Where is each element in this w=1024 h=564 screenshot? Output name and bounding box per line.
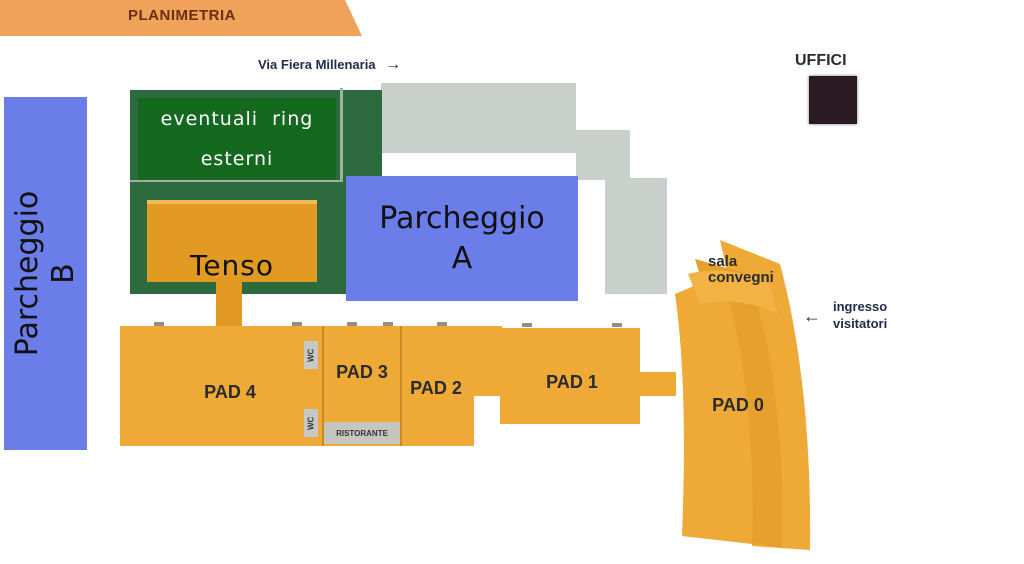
parking-b-label: Parcheggio B bbox=[9, 190, 81, 357]
pad0-building bbox=[675, 240, 811, 550]
header-banner bbox=[0, 0, 362, 36]
roof-vent bbox=[154, 322, 164, 326]
ring-line2: esterni bbox=[200, 148, 274, 170]
roof-vent bbox=[347, 322, 357, 326]
parking-b: Parcheggio B bbox=[4, 97, 87, 450]
pad2-label: PAD 2 bbox=[410, 377, 462, 398]
conference-line1: sala bbox=[708, 253, 738, 270]
conference-room-label: sala convegni bbox=[708, 254, 774, 286]
wc-top: WC bbox=[304, 341, 318, 369]
offices-building bbox=[809, 76, 857, 124]
tenso-connector bbox=[216, 282, 242, 326]
pad0-label: PAD 0 bbox=[712, 394, 764, 415]
wc-bottom: WC bbox=[304, 409, 318, 437]
grey-building-right bbox=[605, 178, 667, 294]
entrance-line2: visitatori bbox=[833, 316, 888, 331]
pad1-building bbox=[500, 328, 640, 424]
arrow-left-icon: ← bbox=[803, 306, 821, 326]
divider bbox=[322, 326, 324, 446]
parking-a: Parcheggio A bbox=[346, 176, 578, 301]
roof-vent bbox=[522, 323, 532, 327]
roof-vent bbox=[612, 323, 622, 327]
grey-building-connector bbox=[576, 130, 630, 180]
conference-line2: convegni bbox=[708, 269, 774, 286]
pad4-label: PAD 4 bbox=[204, 381, 256, 402]
pavilion-link bbox=[474, 326, 502, 396]
tenso-label: Tenso bbox=[189, 248, 275, 282]
external-ring-area: eventuali ring esterni bbox=[138, 98, 336, 180]
roof-vent bbox=[383, 322, 393, 326]
pad0-link bbox=[638, 372, 676, 396]
green-divider-h bbox=[130, 180, 342, 182]
divider bbox=[400, 326, 402, 446]
arrow-right-icon: → bbox=[385, 56, 402, 73]
offices-label: UFFICI bbox=[795, 52, 847, 69]
roof-vent bbox=[437, 322, 447, 326]
green-divider bbox=[340, 88, 343, 182]
ring-line1: eventuali ring bbox=[160, 108, 314, 130]
pad3-label: PAD 3 bbox=[336, 361, 388, 382]
street-name: Via Fiera Millenaria bbox=[258, 57, 376, 72]
tenso-building bbox=[147, 200, 317, 282]
map-title: PLANIMETRIA bbox=[128, 7, 236, 24]
pavilion-strip bbox=[120, 326, 474, 446]
entrance-text: ingresso visitatori bbox=[833, 298, 887, 332]
restaurant: RISTORANTE bbox=[324, 422, 400, 444]
roof-vent bbox=[292, 322, 302, 326]
entrance-line1: ingresso bbox=[833, 299, 888, 314]
parking-a-line2: A bbox=[451, 240, 473, 276]
parking-a-line1: Parcheggio bbox=[379, 200, 545, 236]
grey-building-top bbox=[381, 83, 576, 153]
street-label: Via Fiera Millenaria → bbox=[258, 56, 401, 74]
pad1-label: PAD 1 bbox=[546, 371, 598, 392]
